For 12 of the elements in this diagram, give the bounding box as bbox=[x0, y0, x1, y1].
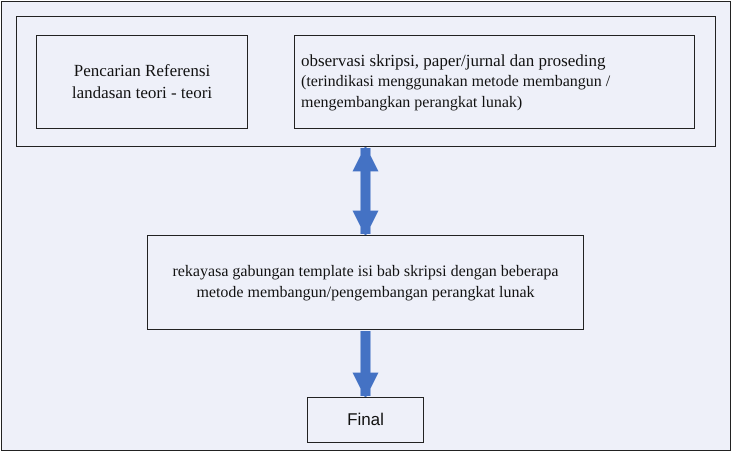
process-box bbox=[36, 35, 248, 129]
process-box bbox=[147, 235, 584, 330]
box-text: observasi skripsi, paper/jurnal dan proseding bbox=[301, 50, 606, 72]
process-box bbox=[307, 397, 424, 443]
group-box bbox=[16, 16, 716, 147]
box-text: Final bbox=[347, 408, 384, 431]
process-box bbox=[294, 35, 695, 129]
arrow bbox=[352, 145, 378, 237]
box-note: (terindikasi menggunakan metode membangun / mengembangkan perangkat lunak) bbox=[301, 72, 612, 114]
arrow bbox=[352, 331, 378, 399]
box-text: rekayasa gabungan template isi bab skripsi dengan beberapa metode membangun/pengembangan perangkat lunak bbox=[171, 262, 560, 302]
box-text: Pencarian Referensi landasan teori - teori bbox=[70, 60, 214, 104]
